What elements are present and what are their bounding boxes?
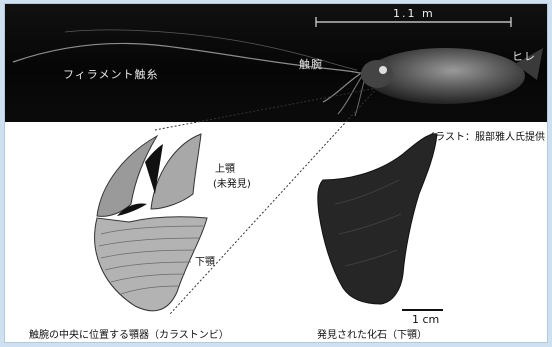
figure-frame: 1.1 m フィラメント触糸 触腕 ヒレ イラスト：服部雅人氏提供 [4, 3, 548, 343]
upper-jaw-note: (未発見) [213, 175, 251, 190]
upper-jaw-label: 上顎 [215, 160, 235, 175]
lower-jaw-label: 下顎 [195, 253, 215, 268]
beak-caption: 触腕の中央に位置する顎器（カラストンビ） [29, 326, 229, 341]
beak-and-fossil-drawing [5, 4, 548, 343]
fossil-scale-label: 1 cm [412, 313, 439, 326]
fossil-caption: 発見された化石（下顎） [317, 326, 427, 341]
